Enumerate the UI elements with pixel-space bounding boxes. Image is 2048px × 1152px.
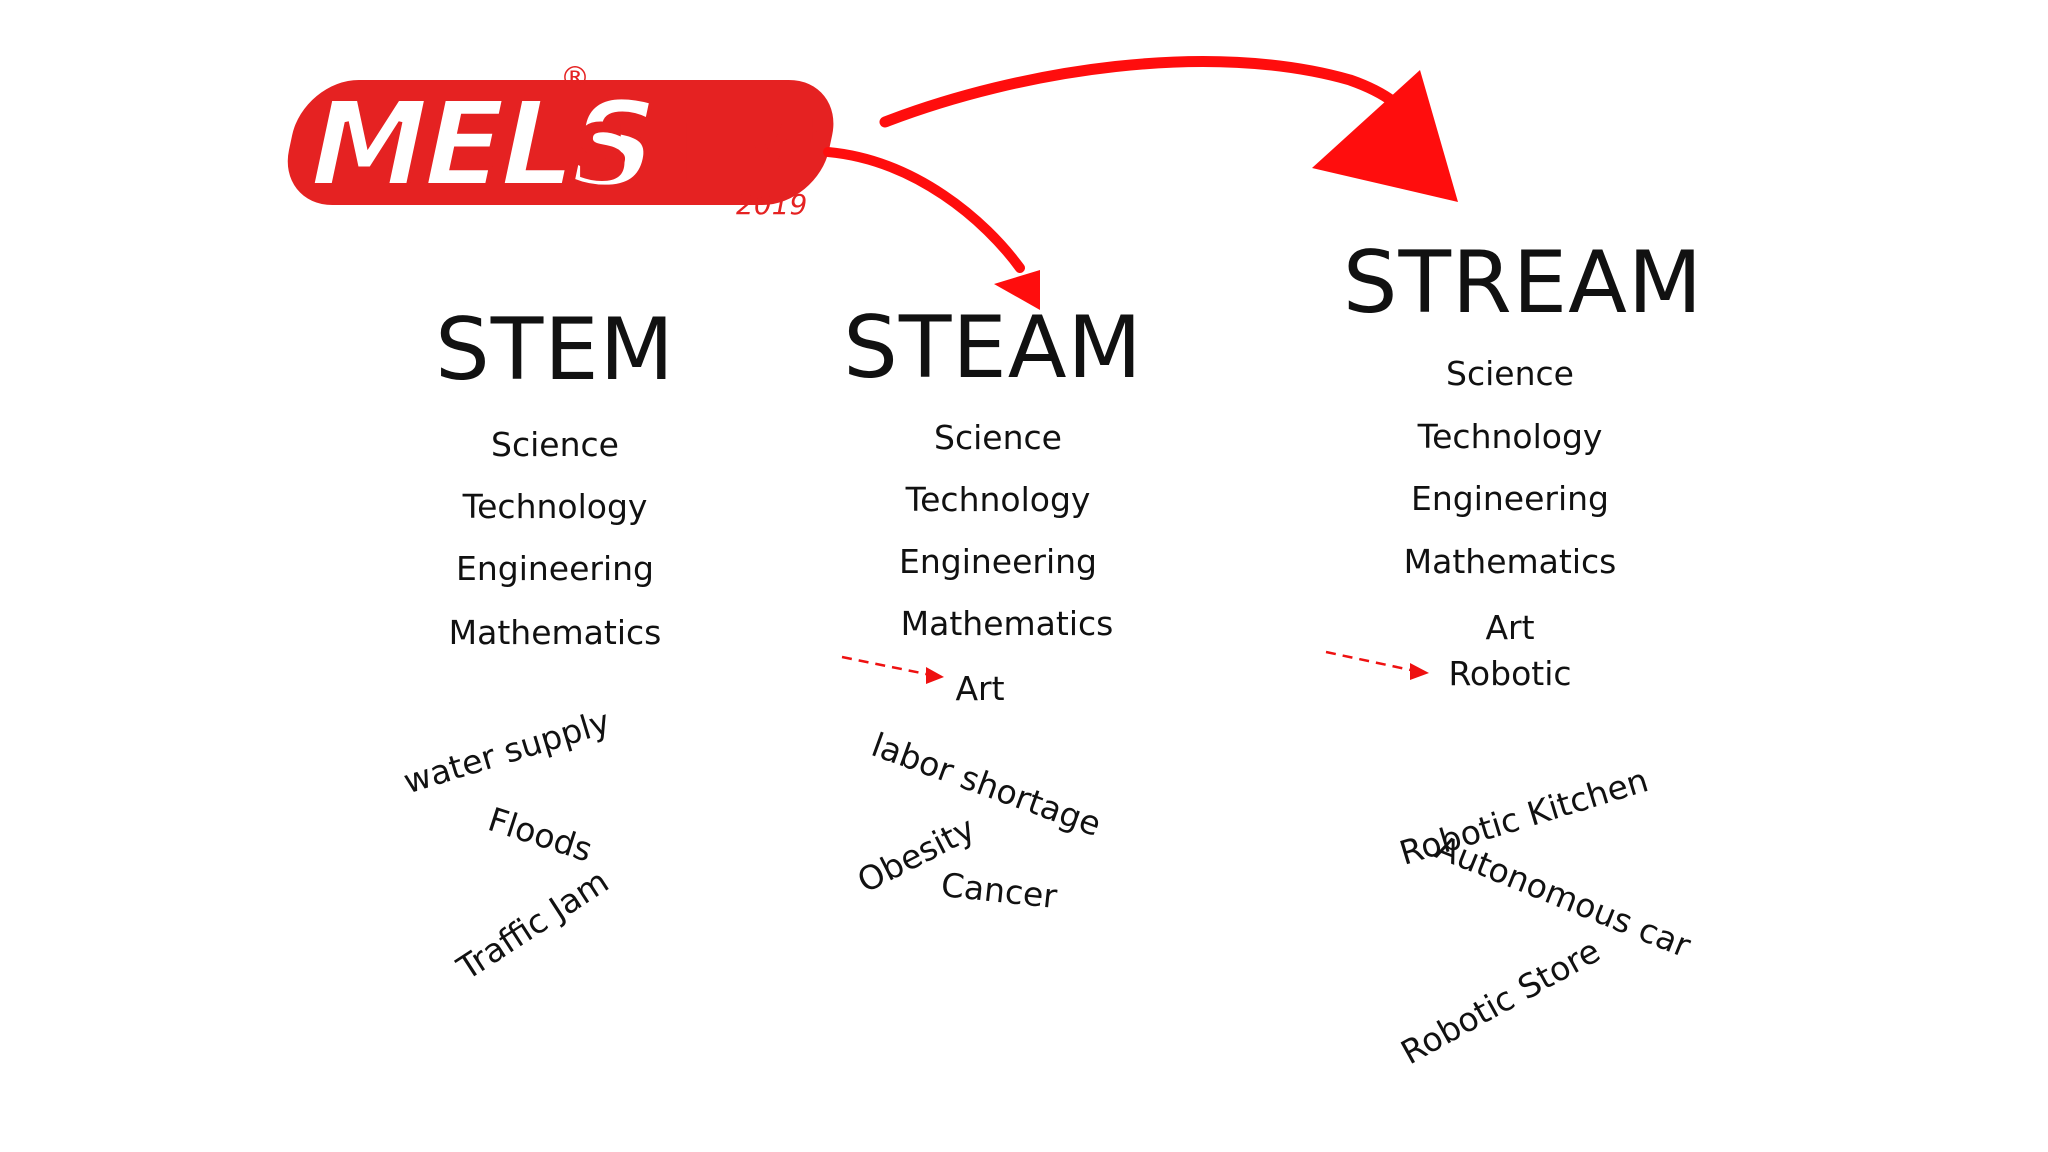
heading-steam: STEAM bbox=[843, 298, 1143, 398]
arrow-stem-to-stream-shaft bbox=[879, 56, 1421, 131]
steam-item-engineering: Engineering bbox=[899, 542, 1097, 581]
stream-item-engineering: Engineering bbox=[1411, 479, 1609, 518]
logo-product-text: STEM bbox=[574, 109, 806, 199]
stem-item-mathematics: Mathematics bbox=[448, 613, 662, 652]
heading-stream: STREAM bbox=[1342, 233, 1704, 333]
logo-plus-mark: + bbox=[800, 109, 829, 149]
stem-item-technology: Technology bbox=[462, 487, 648, 526]
stream-item-technology: Technology bbox=[1417, 417, 1603, 456]
stream-item-art: Art bbox=[1485, 608, 1535, 647]
logo-brand-text: MELS bbox=[295, 76, 666, 213]
stream-item-robotic: Robotic bbox=[1448, 654, 1572, 693]
steam-item-technology: Technology bbox=[905, 480, 1091, 519]
steam-item-science: Science bbox=[934, 418, 1062, 457]
dashed-arrow-to-robotic bbox=[1325, 650, 1421, 674]
heading-stem: STEM bbox=[435, 300, 675, 400]
dashed-arrow-to-robotic-head bbox=[1410, 663, 1429, 680]
stream-item-science: Science bbox=[1446, 354, 1574, 393]
arrow-stem-to-stream-head bbox=[1312, 70, 1458, 202]
stem-item-science: Science bbox=[491, 425, 619, 464]
dashed-arrow-to-art-head bbox=[926, 667, 944, 684]
stem-item-engineering: Engineering bbox=[456, 549, 654, 588]
logo-registered-mark: ® bbox=[560, 61, 590, 96]
logo-year-text: 2019 bbox=[736, 188, 807, 221]
steam-item-art: Art bbox=[955, 669, 1005, 708]
arrow-stem-to-steam-shaft bbox=[823, 147, 1025, 273]
steam-item-mathematics: Mathematics bbox=[900, 604, 1114, 643]
arrow-stem-to-steam-head bbox=[994, 270, 1040, 310]
stream-item-mathematics: Mathematics bbox=[1403, 542, 1617, 581]
dashed-arrow-to-art bbox=[841, 655, 937, 678]
logo-red-background bbox=[287, 80, 834, 205]
